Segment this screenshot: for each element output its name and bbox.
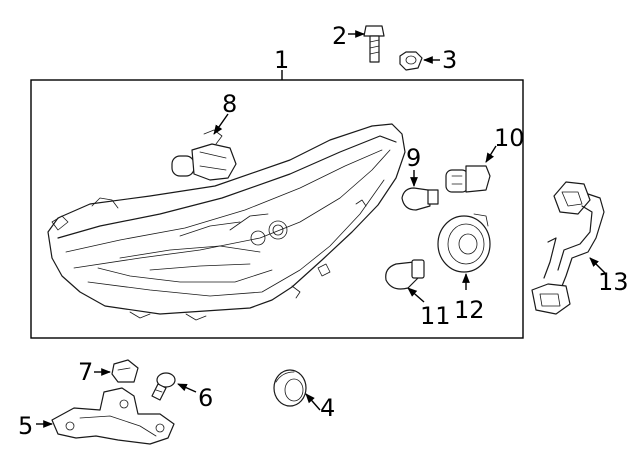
callout-9: 9: [406, 144, 421, 172]
callout-6: 6: [198, 384, 213, 412]
callout-8: 8: [222, 90, 237, 118]
callout-13: 13: [598, 268, 629, 296]
callout-1: 1: [274, 46, 289, 74]
callout-7: 7: [78, 358, 93, 386]
callout-8-leader: [213, 113, 229, 135]
mounting-bracket: [51, 387, 175, 445]
callout-11-leader: [407, 287, 425, 303]
retaining-clip: [111, 359, 139, 383]
headlamp-bulb: [171, 129, 237, 181]
turn-signal-bulb: [385, 259, 425, 290]
callout-4-leader: [305, 393, 321, 411]
assembly-frame: [30, 79, 524, 339]
callout-6-leader: [177, 383, 197, 393]
nut: [399, 51, 423, 71]
callout-3: 3: [442, 46, 457, 74]
screw: [151, 372, 176, 401]
bulb-socket: [445, 165, 491, 193]
callout-11: 11: [420, 302, 451, 330]
callout-10-leader: [485, 145, 497, 163]
callout-13-leader: [589, 257, 607, 275]
side-marker-bulb: [401, 187, 439, 211]
mounting-bolt: [363, 25, 385, 63]
grommet: [273, 369, 307, 407]
callout-5: 5: [18, 412, 33, 440]
callout-12: 12: [454, 296, 485, 324]
callout-4: 4: [320, 394, 335, 422]
callout-10: 10: [494, 124, 525, 152]
callout-2: 2: [332, 22, 347, 50]
socket-cover: [437, 213, 491, 273]
headlamp-housing: [47, 123, 406, 321]
wiring-harness: [531, 181, 605, 315]
